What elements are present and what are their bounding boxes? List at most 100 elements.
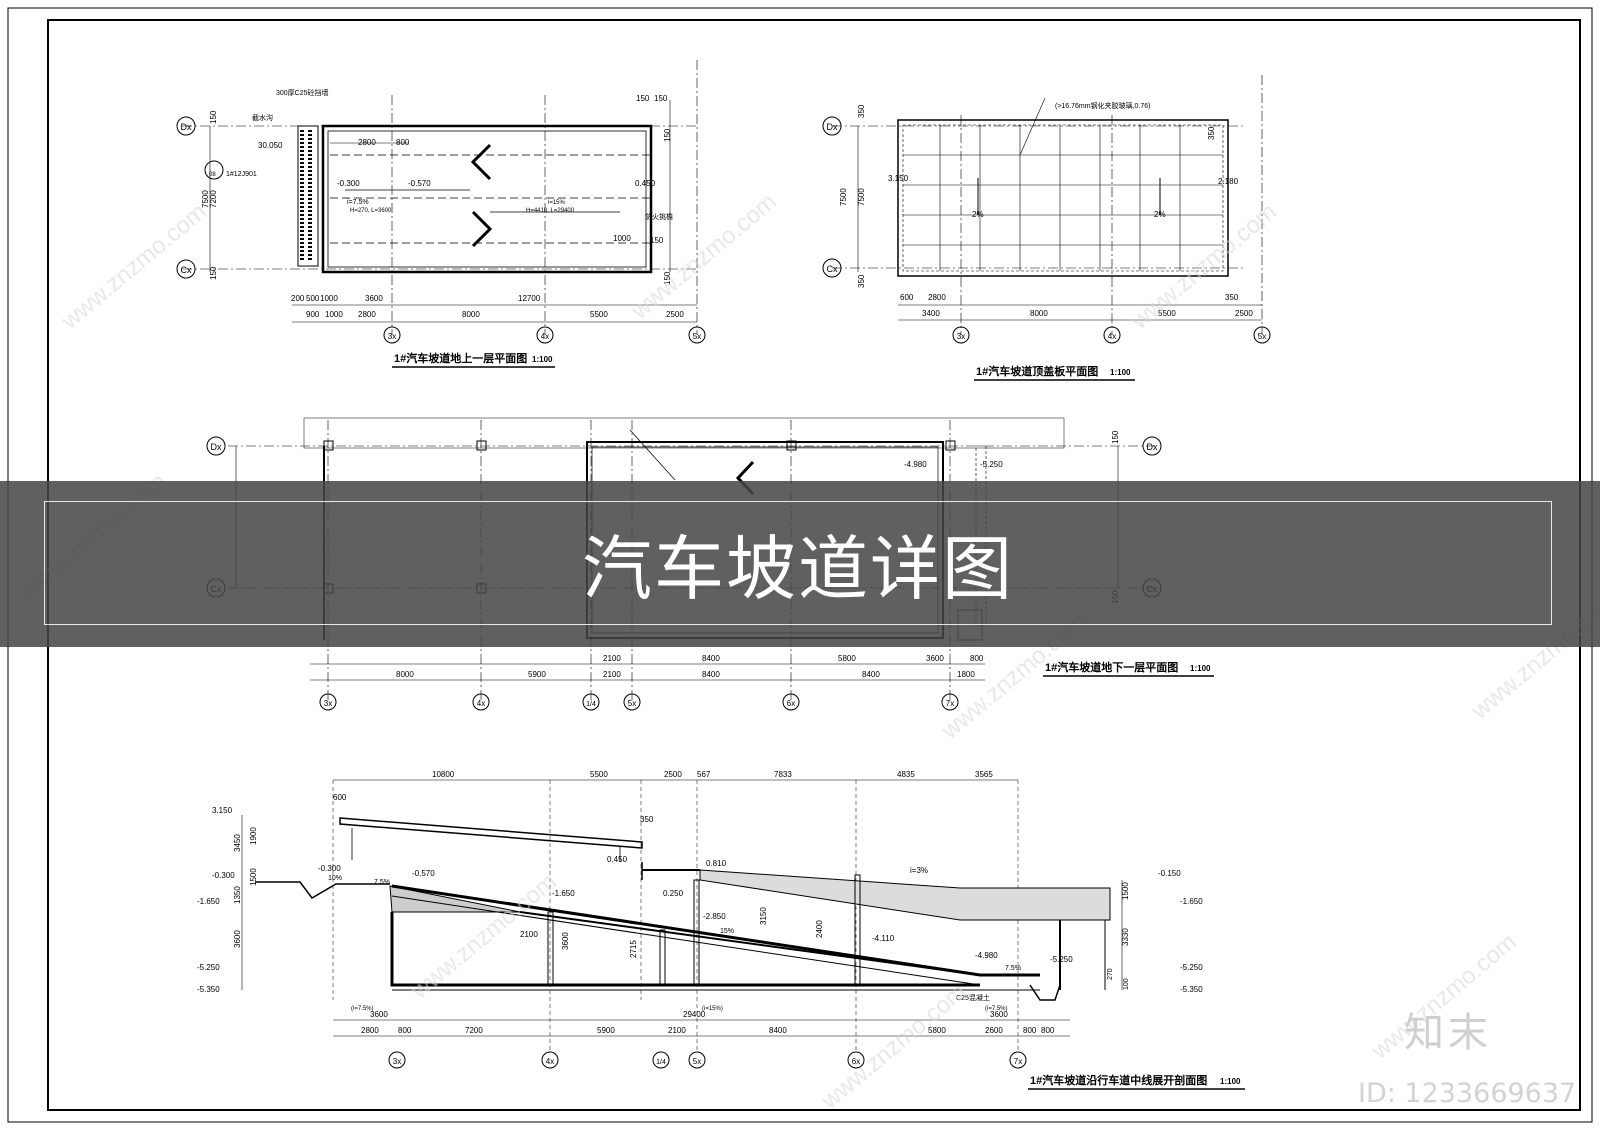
plan3-dim-b2-2: 2100 [603,670,621,679]
section-dim-right-2: 100 [1123,978,1130,990]
plan1-title: 1#汽车坡道地上一层平面图 [394,351,527,365]
section-dim-left-1: 3450 [233,834,242,852]
banner-title: 汽车坡道详图 [582,527,1014,610]
section-level-left-3: -1.650 [197,897,220,906]
section-dim-top-1: 5500 [590,770,608,779]
plan1-dim-left-1: 7200 [209,190,218,208]
section-dim-top-5: 4835 [897,770,915,779]
plan3-dim-b1-4: 800 [970,654,984,663]
plan1-dim-b1-0: 200 [291,294,305,303]
plan1-dim-b1-1: 500 [306,294,320,303]
section-level-left-4: -5.250 [197,963,220,972]
plan2-axis-4x: 4x [1108,332,1116,341]
plan3-dim-b2-0: 8000 [396,670,414,679]
plan1-note-14: 150 [650,236,664,245]
plan1-note-2: 30.050 [258,141,283,150]
title-frame: 汽车坡道详图 [44,501,1552,625]
plan1-dim-b2-2: 2800 [358,310,376,319]
section-dim-right-0: 1500 [1121,882,1130,900]
plan1-axis-5x: 5x [693,332,701,341]
plan3-note-1: -5.250 [980,460,1003,469]
section-dim-b2-2: 7200 [465,1026,483,1035]
section-note-0: -0.570 [412,869,435,878]
section-note-11: 10% [328,875,342,882]
section-dim-top-2: 2500 [664,770,682,779]
section-note-12: 7.5% [1005,965,1021,972]
section-level-left-0: 3.150 [212,806,233,815]
section-note-16: 3150 [759,907,768,925]
plan1-axis-3x: 3x [388,332,396,341]
plan1-dim-right-1: 150 [654,94,668,103]
plan1-dim-b1-6: 5500 [590,310,608,319]
section-note-1: 0.450 [607,855,628,864]
plan2-axis-3x: 3x [957,332,965,341]
section-dim-b1-0: 3600 [370,1010,388,1019]
plan1-dim-left-2: 7500 [201,190,210,208]
watermark-text: www.znzmo.com [816,978,972,1115]
section-dim-b2-0: 2800 [361,1026,379,1035]
section-level-left-5: -5.350 [197,985,220,994]
plan2-scale: 1:100 [1110,368,1131,377]
plan2-dim-left-0: 350 [857,104,866,118]
section-axis-6x: 6x [852,1057,860,1066]
section-level-right-2: -5.250 [1180,963,1203,972]
plan1-axis-4x: 4x [541,332,549,341]
plan3-dim-b2-1: 5900 [528,670,546,679]
plan2-dim-left-3: 350 [857,274,866,288]
plan1-scale: 1:100 [532,355,553,364]
section-note-23: (i=15%) [702,1006,723,1012]
plan1-note-12: 防火挑檐 [645,212,673,221]
plan2-axis-bubbles [822,116,1271,344]
plan1-note-7: 0.450 [635,179,656,188]
section-note-17: 2400 [815,920,824,938]
plan1-dim-left-3: 150 [209,266,218,280]
plan1-dim-b2-1: 1000 [325,310,343,319]
plan1-note-3: 08 [209,172,216,178]
plan1-note-4: 1#12J901 [226,171,257,178]
section-axis-5x: 5x [693,1057,701,1066]
plan1-dim-right-3: 150 [663,271,672,285]
section-title: 1#汽车坡道沿行车道中线展开剖面图 [1030,1073,1207,1087]
plan1-dim-b1-2: 1000 [320,294,338,303]
plan1-dim-b1-3: 3600 [365,294,383,303]
section-note-13: 2100 [520,930,538,939]
plan2-axis-cx: Cx [827,264,838,274]
section-dim-left-3: 1350 [233,886,242,904]
section-dim-right-1: 3330 [1121,928,1130,946]
section-note-4: -2.850 [703,912,726,921]
plan2-dim-b1-4: 350 [1225,293,1239,302]
section-dim-left-2: 1500 [249,868,258,886]
section-dim-b2-7: 2600 [985,1026,1003,1035]
plan1-note-13: 1000 [613,234,631,243]
plan2-title: 1#汽车坡道顶盖板平面图 [976,364,1098,378]
plan1-dim-b1-5: 12700 [518,294,541,303]
plan3-axis-3x: 3x [324,699,332,708]
section-dim-b1-1: 29400 [683,1010,706,1019]
section-dim-b2-8: 800 [1023,1026,1037,1035]
section-note-5: -4.110 [872,934,895,943]
plan1-axis-dx: Dx [181,122,192,132]
plan3-axis-4x: 4x [477,699,485,708]
section-note-9: 15% [720,928,734,935]
plan3-axis-6x: 6x [787,699,795,708]
plan1-dim-left-0: 150 [209,110,218,124]
section-note-14: 3600 [561,932,570,950]
section-level-right-0: -0.150 [1158,869,1181,878]
section-note-8: 7.5% [374,879,390,886]
section-dim-top-4: 7833 [774,770,792,779]
section-dim-b1-2: 3600 [990,1010,1008,1019]
watermark-layer: www.znzmo.com www.znzmo.com www.znzmo.co… [16,188,1600,1115]
section-axis-3x: 3x [393,1057,401,1066]
section-axis-bubbles [388,1051,1027,1069]
plan1-axis-cx: Cx [181,265,192,275]
plan1-axis-bubbles [176,116,706,344]
plan1-note-0: 300厚C25砼挡墙 [276,88,329,97]
plan1-dim-right-2: 150 [663,128,672,142]
section-level-right-1: -1.650 [1180,897,1203,906]
plan1-dim-top-1: 800 [396,138,410,147]
section-dim-left-4: 3600 [233,930,242,948]
section-note-19: 350 [640,815,654,824]
section-axis-4x: 4x [546,1057,554,1066]
plan3-note-0: -4.980 [904,460,927,469]
